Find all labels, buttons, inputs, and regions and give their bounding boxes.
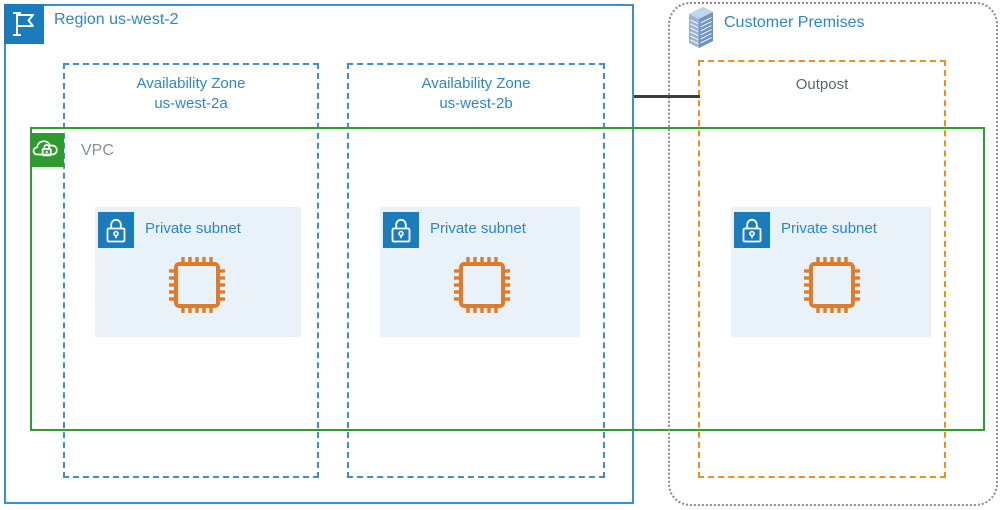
availability-zone-us-west-2b-container bbox=[347, 63, 605, 478]
private-subnet-outpost-label: Private subnet bbox=[781, 220, 877, 237]
outpost-container bbox=[698, 60, 946, 478]
region-container bbox=[4, 4, 634, 504]
outpost-title: Outpost bbox=[795, 76, 849, 93]
private-subnet-lock-icon bbox=[383, 212, 419, 248]
customer-premises-container bbox=[668, 2, 998, 506]
private-subnet-az-a-label: Private subnet bbox=[145, 220, 241, 237]
region-title: Region us-west-2 bbox=[54, 11, 179, 28]
vpc-container bbox=[30, 127, 985, 431]
private-subnet-lock-icon bbox=[734, 212, 770, 248]
region-flag-icon bbox=[4, 4, 44, 44]
vpc-cloud-lock-icon bbox=[30, 133, 64, 167]
availability-zone-us-west-2a-container bbox=[63, 63, 319, 478]
private-subnet-az-b-label: Private subnet bbox=[430, 220, 526, 237]
availability-zone-us-west-2b-title: Availability Zone us-west-2b bbox=[421, 75, 531, 112]
region-to-outpost-connector-line bbox=[634, 95, 700, 98]
ec2-instance-icon bbox=[162, 250, 232, 320]
ec2-instance-icon bbox=[447, 250, 517, 320]
ec2-instance-icon bbox=[797, 250, 867, 320]
availability-zone-us-west-2a-title: Availability Zone us-west-2a bbox=[136, 75, 246, 112]
customer-premises-title: Customer Premises bbox=[724, 14, 865, 31]
vpc-title: VPC bbox=[81, 142, 114, 159]
private-subnet-lock-icon bbox=[98, 212, 134, 248]
corporate-datacenter-icon bbox=[683, 4, 717, 48]
